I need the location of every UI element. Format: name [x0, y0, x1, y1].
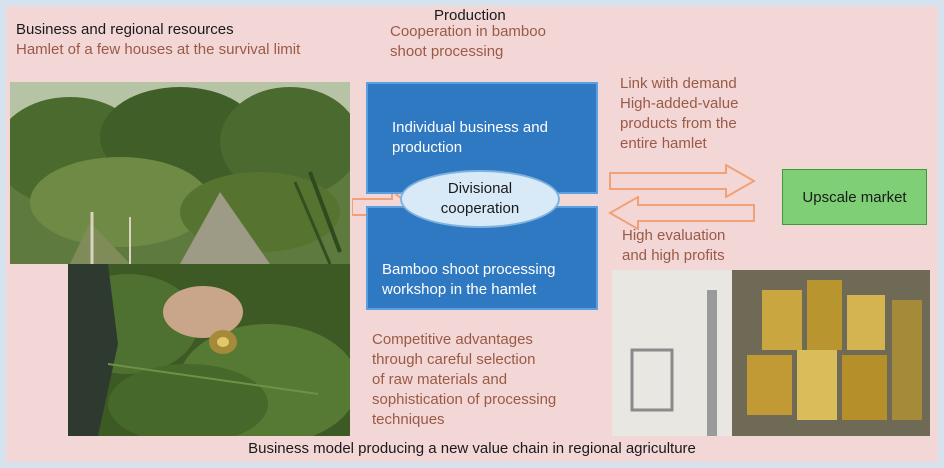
bamboo-forest-image [10, 82, 350, 264]
divisional-line-1: Divisional [447, 180, 513, 197]
production-title: Production [434, 7, 506, 24]
advantages-line-1: Competitive advantages [372, 331, 533, 348]
divisional-cooperation-ellipse: Divisional cooperation [400, 170, 560, 228]
advantages-line-2: through careful selection [372, 351, 536, 368]
advantages-line-3: of raw materials and [372, 371, 508, 388]
evaluation-line-2: and high profits [622, 247, 725, 264]
divisional-line-2: cooperation [440, 200, 520, 217]
evaluation-line-1: High evaluation [622, 227, 726, 244]
left-arrow-icon [608, 196, 755, 230]
business-model-caption: Business model producing a new value cha… [248, 440, 696, 457]
link-line-3: products from the [620, 115, 737, 132]
bamboo-forest-photo [10, 82, 350, 264]
advantages-line-4: sophistication of processing [372, 391, 557, 408]
upscale-market-label: Upscale market [802, 188, 907, 206]
bamboo-shoot-photo [68, 264, 350, 436]
processing-workshop-line-1: Bamboo shoot processing [382, 261, 556, 278]
link-line-1: Link with demand [620, 75, 737, 92]
individual-business-line-2: production [392, 139, 463, 156]
individual-business-line-1: Individual business and [392, 119, 548, 136]
bamboo-shoot-image [68, 264, 350, 436]
link-line-4: entire hamlet [620, 135, 707, 152]
right-arrow-icon [609, 164, 756, 198]
upscale-market-box: Upscale market [782, 169, 927, 225]
left-subheading: Hamlet of a few houses at the survival l… [16, 41, 301, 58]
processing-workshop-line-2: workshop in the hamlet [382, 281, 537, 298]
packaged-products-photo [612, 270, 930, 436]
advantages-line-5: techniques [372, 411, 445, 428]
cooperation-line-2: shoot processing [390, 43, 504, 60]
left-heading: Business and regional resources [16, 21, 234, 38]
cooperation-line-1: Cooperation in bamboo [390, 23, 546, 40]
link-line-2: High-added-value [620, 95, 739, 112]
packaged-products-image [612, 270, 930, 436]
